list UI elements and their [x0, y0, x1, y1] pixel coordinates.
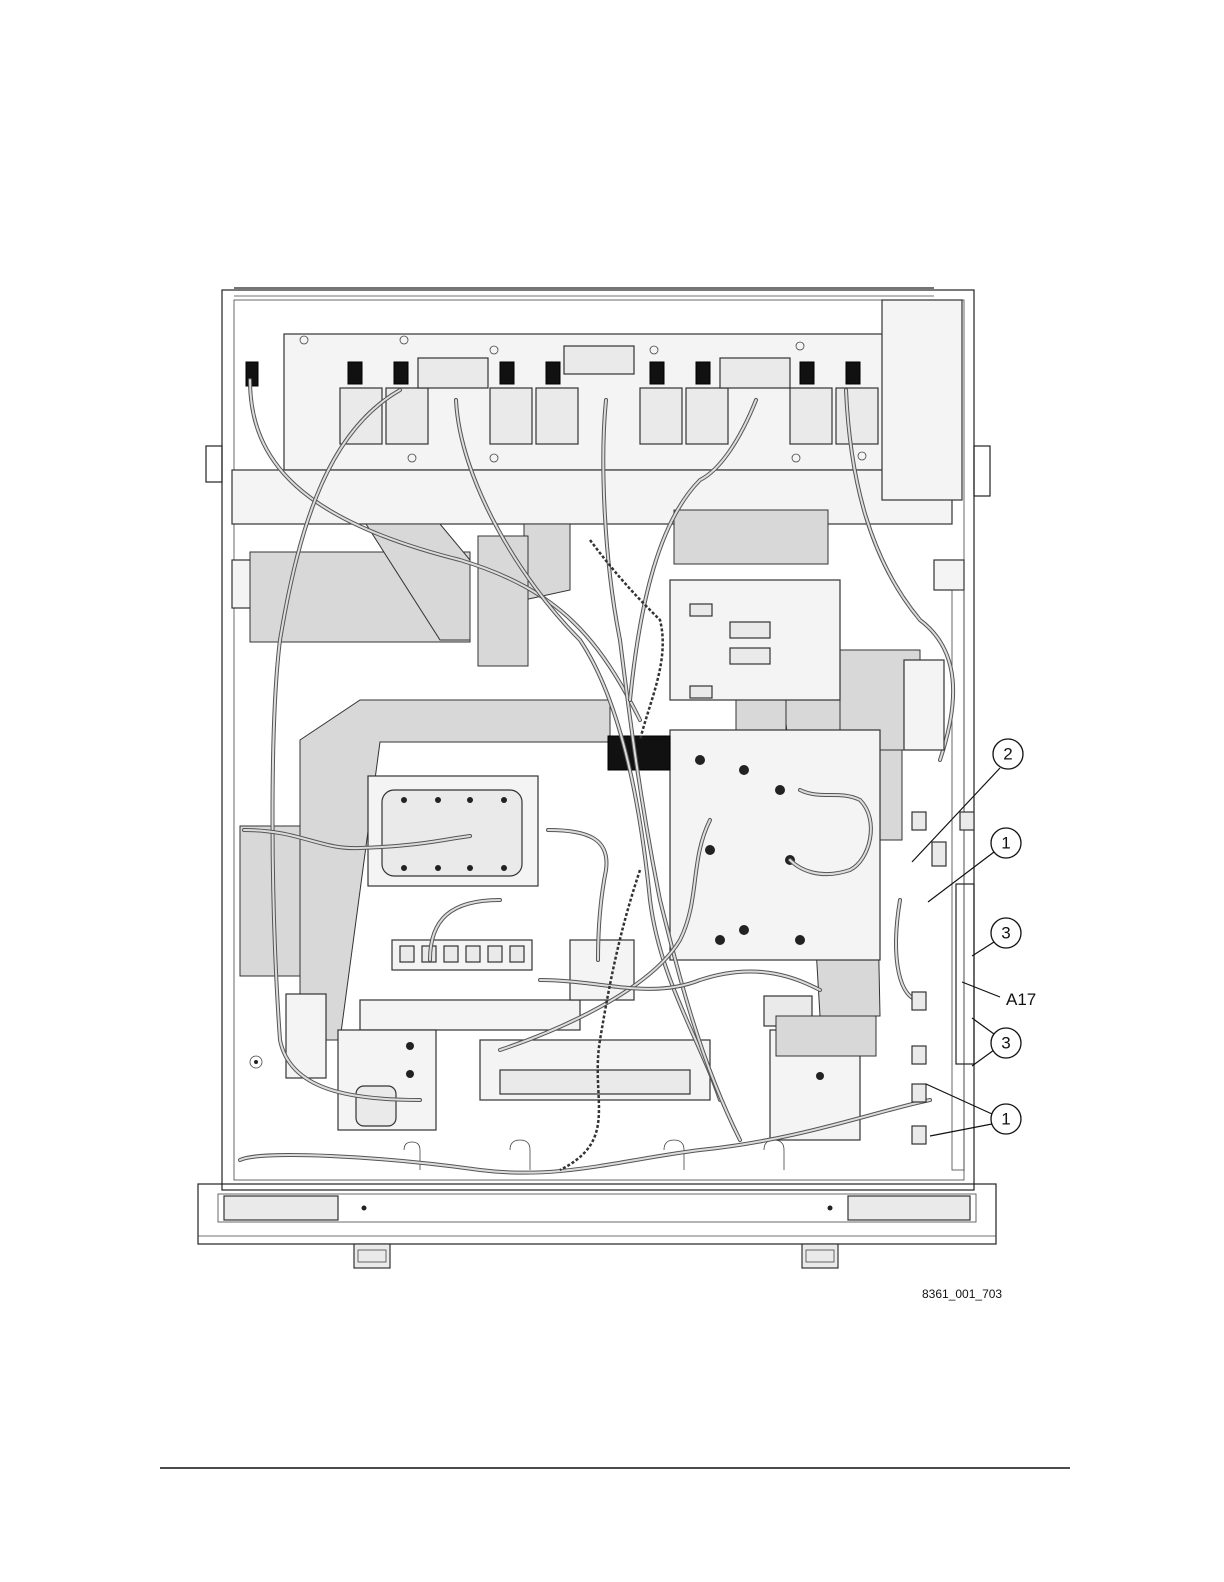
callout-1b-label: 1: [1001, 1110, 1010, 1129]
top-bracket: [232, 300, 962, 524]
label-a17-group: A17: [962, 982, 1036, 1009]
callout-2-label: 2: [1003, 745, 1012, 764]
right-connectors: [904, 660, 974, 1144]
front-panel: [198, 1184, 996, 1268]
callout-3b-label: 3: [1001, 1034, 1010, 1053]
callout-3a: 3: [972, 918, 1021, 956]
callout-1a-label: 1: [1001, 834, 1010, 853]
left-assembly: [240, 700, 610, 1078]
cable-clamp: [608, 736, 670, 770]
figure-id: 8361_001_703: [922, 1287, 1002, 1301]
circuit-boards: [670, 580, 880, 960]
label-a17: A17: [1006, 990, 1036, 1009]
callout-3a-label: 3: [1001, 924, 1010, 943]
callout-3b: 3: [972, 1018, 1021, 1066]
